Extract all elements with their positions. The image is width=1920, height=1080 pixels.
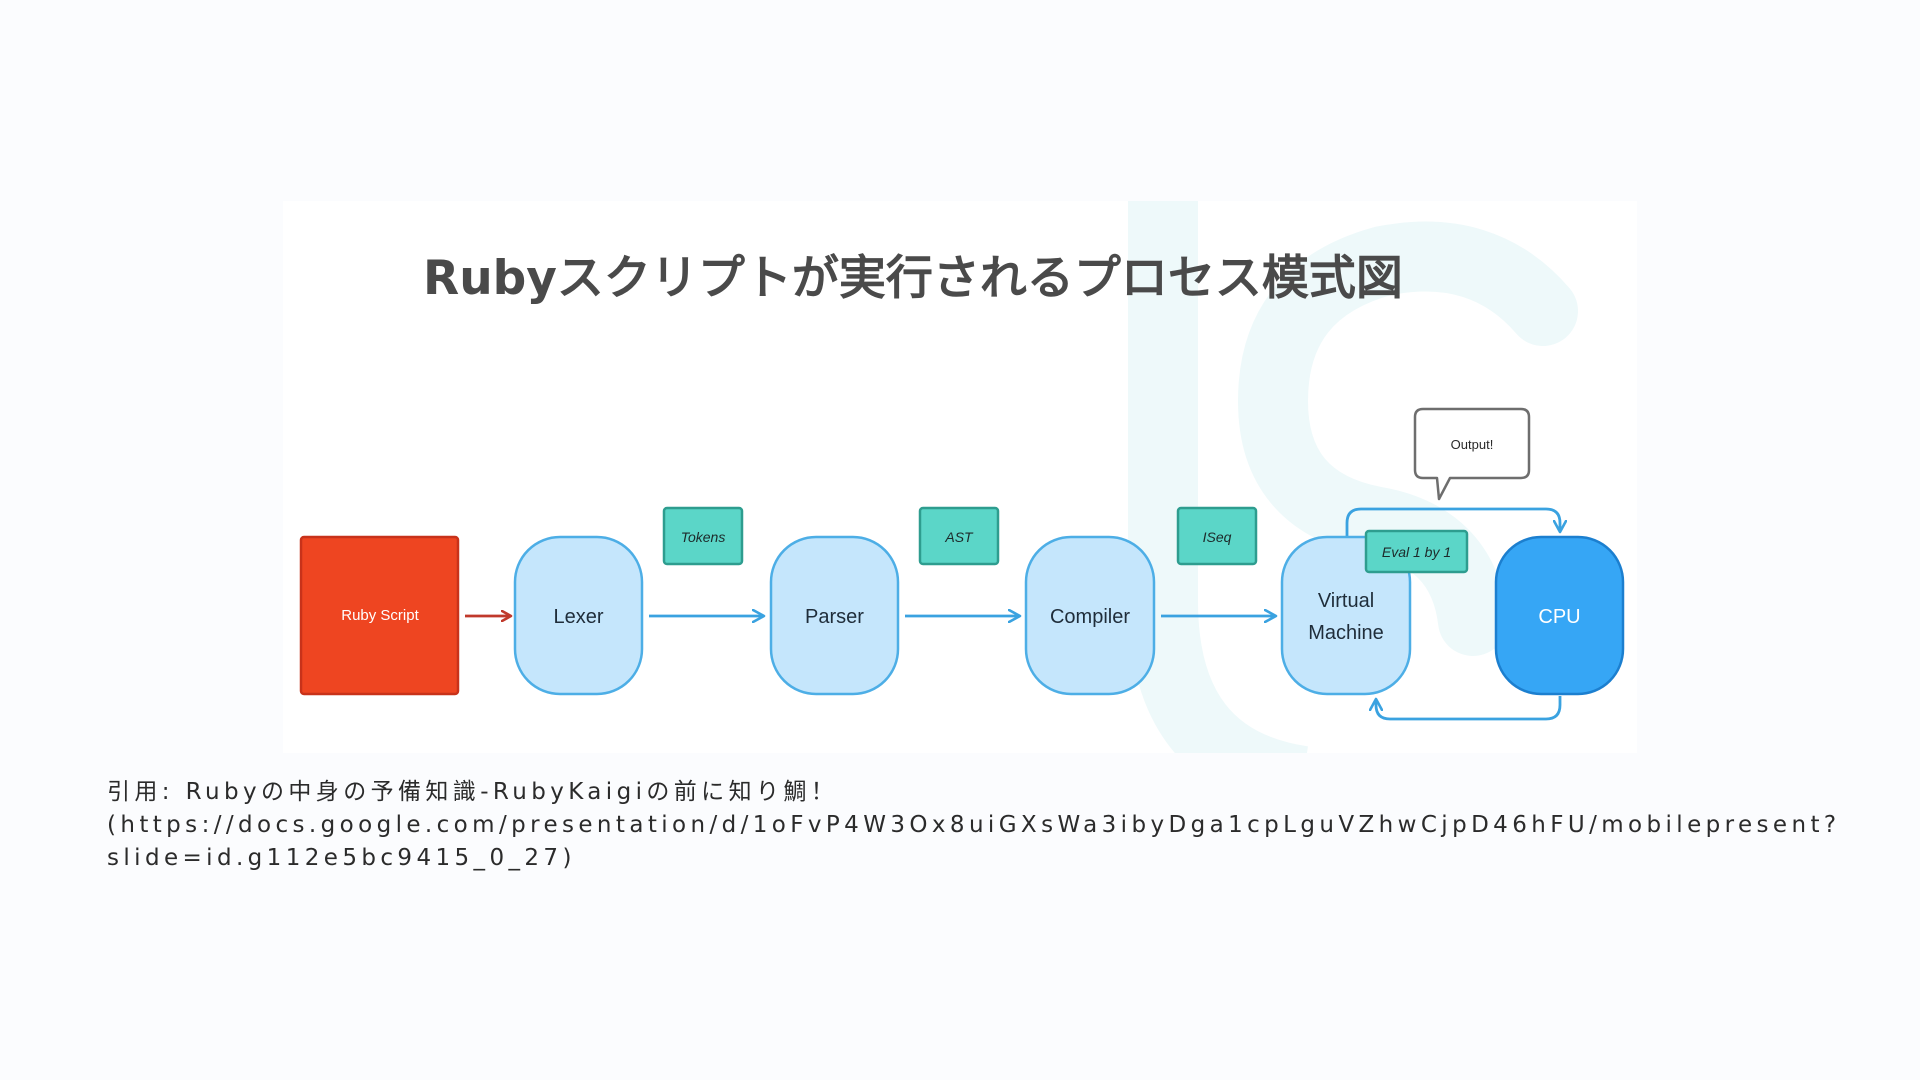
ruby-script-label: Ruby Script	[341, 607, 419, 624]
lexer-node	[513, 535, 644, 696]
citation: 引用: Rubyの中身の予備知識-RubyKaigiの前に知り鯛！ (https…	[107, 776, 1907, 875]
lexer-label: Lexer	[553, 606, 603, 628]
tokens-label: Tokens	[681, 529, 726, 545]
citation-line-3: slide=id.g112e5bc9415_0_27)	[107, 845, 576, 871]
iseq-label: ISeq	[1203, 529, 1232, 545]
arrow-vm-to-cpu	[1345, 507, 1560, 537]
ast-label: AST	[944, 529, 974, 545]
process-diagram: Ruby Script Lexer Tokens Parser AST Comp…	[299, 201, 1625, 753]
compiler-node	[1024, 535, 1156, 696]
diagram-title: Rubyスクリプトが実行されるプロセス模式図	[423, 251, 1403, 306]
arrow-cpu-to-vm	[1376, 696, 1562, 721]
citation-line-2: (https://docs.google.com/presentation/d/…	[107, 812, 1841, 838]
eval-tag	[1364, 529, 1469, 574]
vm-label-line2: Machine	[1308, 622, 1384, 644]
ruby-script-box	[299, 535, 460, 696]
cpu-label: CPU	[1538, 606, 1580, 628]
output-bubble	[1413, 407, 1531, 501]
output-label: Output!	[1451, 437, 1494, 452]
compiler-label: Compiler	[1050, 606, 1130, 628]
parser-node	[769, 535, 900, 696]
ast-tag	[918, 506, 1000, 566]
vm-label-line1: Virtual	[1318, 590, 1374, 612]
cpu-node	[1494, 535, 1625, 696]
diagram-figure: Ruby Script Lexer Tokens Parser AST Comp…	[283, 201, 1637, 753]
virtual-machine-node	[1280, 535, 1412, 696]
parser-label: Parser	[805, 606, 864, 628]
eval-label: Eval 1 by 1	[1382, 544, 1451, 560]
tokens-tag	[662, 506, 744, 566]
citation-line-1: 引用: Rubyの中身の予備知識-RubyKaigiの前に知り鯛！	[107, 779, 839, 805]
iseq-tag	[1176, 506, 1258, 566]
